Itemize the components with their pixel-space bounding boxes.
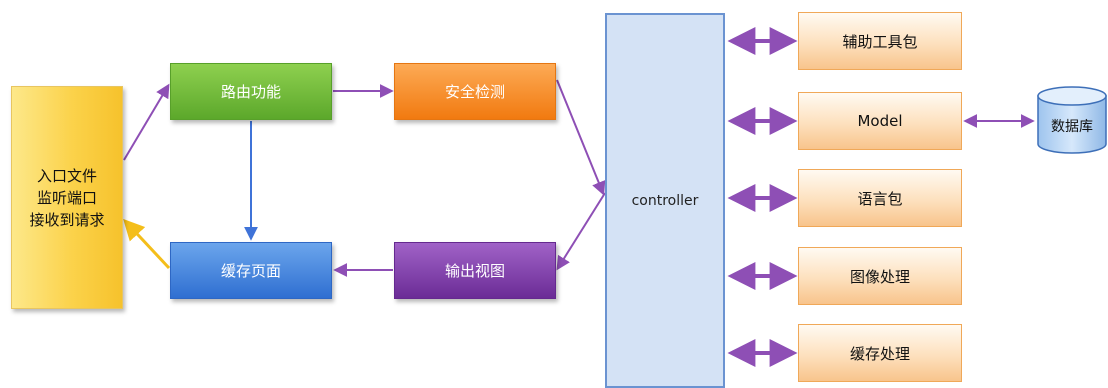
router-label: 路由功能 bbox=[220, 83, 281, 101]
service-cache-processing: 缓存处理 bbox=[798, 324, 962, 382]
cache-page-label: 缓存页面 bbox=[220, 262, 281, 280]
security-check-label: 安全检测 bbox=[444, 83, 505, 101]
service-label: 辅助工具包 bbox=[842, 32, 918, 51]
entry-line-3: 接收到请求 bbox=[29, 210, 105, 229]
service-label: 语言包 bbox=[857, 189, 903, 208]
service-label: 图像处理 bbox=[849, 267, 910, 286]
connector-arrows bbox=[123, 27, 1035, 367]
entry-box: 入口文件 监听端口 接收到请求 bbox=[11, 86, 123, 309]
cache-page-box: 缓存页面 bbox=[170, 242, 332, 299]
entry-line-2: 监听端口 bbox=[36, 188, 97, 207]
entry-line-1: 入口文件 bbox=[36, 166, 97, 185]
service-language-pack: 语言包 bbox=[798, 169, 962, 227]
database-label: 数据库 bbox=[1051, 119, 1093, 135]
router-box: 路由功能 bbox=[170, 63, 332, 120]
arrow-controller-to-output bbox=[556, 192, 606, 271]
output-view-box: 输出视图 bbox=[394, 242, 556, 299]
arrow-cache-to-entry bbox=[123, 218, 171, 270]
service-image-processing: 图像处理 bbox=[798, 247, 962, 305]
service-model: Model bbox=[798, 92, 962, 150]
output-view-label: 输出视图 bbox=[444, 262, 505, 280]
arrow-security-to-controller bbox=[556, 79, 606, 196]
security-check-box: 安全检测 bbox=[394, 63, 556, 120]
database-cylinder-icon bbox=[1037, 86, 1107, 154]
controller-box: controller bbox=[605, 13, 725, 388]
controller-label: controller bbox=[631, 192, 699, 209]
service-label: Model bbox=[857, 112, 903, 130]
service-label: 缓存处理 bbox=[849, 344, 910, 363]
service-helper-toolkit: 辅助工具包 bbox=[798, 12, 962, 70]
arrow-entry-to-router bbox=[123, 83, 170, 161]
